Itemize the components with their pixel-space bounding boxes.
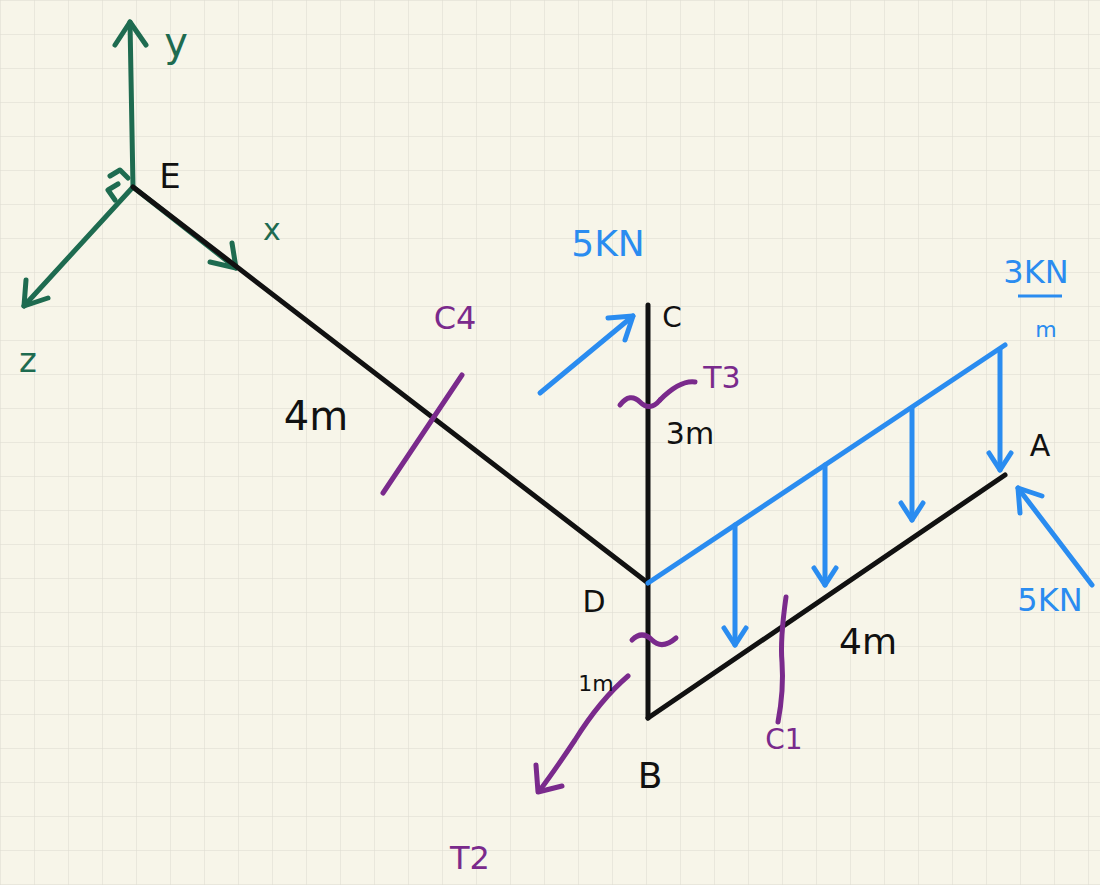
point-label: E [159, 159, 180, 193]
section-label: C1 [765, 726, 802, 754]
axes [24, 22, 236, 306]
point-label: C [662, 304, 682, 332]
section-marks [383, 375, 786, 792]
distributed-load [648, 345, 1011, 645]
axis-label: x [263, 215, 281, 245]
section-label: C4 [434, 302, 477, 334]
torque-label: T3 [703, 363, 740, 393]
point-label: A [1030, 431, 1051, 461]
torque-label: T2 [450, 842, 490, 874]
dimension: 4m [839, 624, 897, 660]
point-label: D [582, 587, 605, 617]
axis-label: z [19, 343, 37, 377]
dimension: 3m [666, 419, 714, 449]
axis-label: y [164, 22, 188, 62]
dimension: 4m [284, 396, 348, 436]
load-value: 3KN [1003, 256, 1068, 288]
point-loads [540, 316, 1092, 585]
frame-members [133, 187, 1005, 718]
dimension: 1m [578, 673, 613, 695]
point-label: B [638, 758, 663, 794]
load-value: 5KN [571, 226, 644, 262]
fraction-bar [1018, 295, 1062, 298]
load-unit: m [1035, 319, 1056, 341]
load-value: 5KN [1017, 584, 1082, 616]
